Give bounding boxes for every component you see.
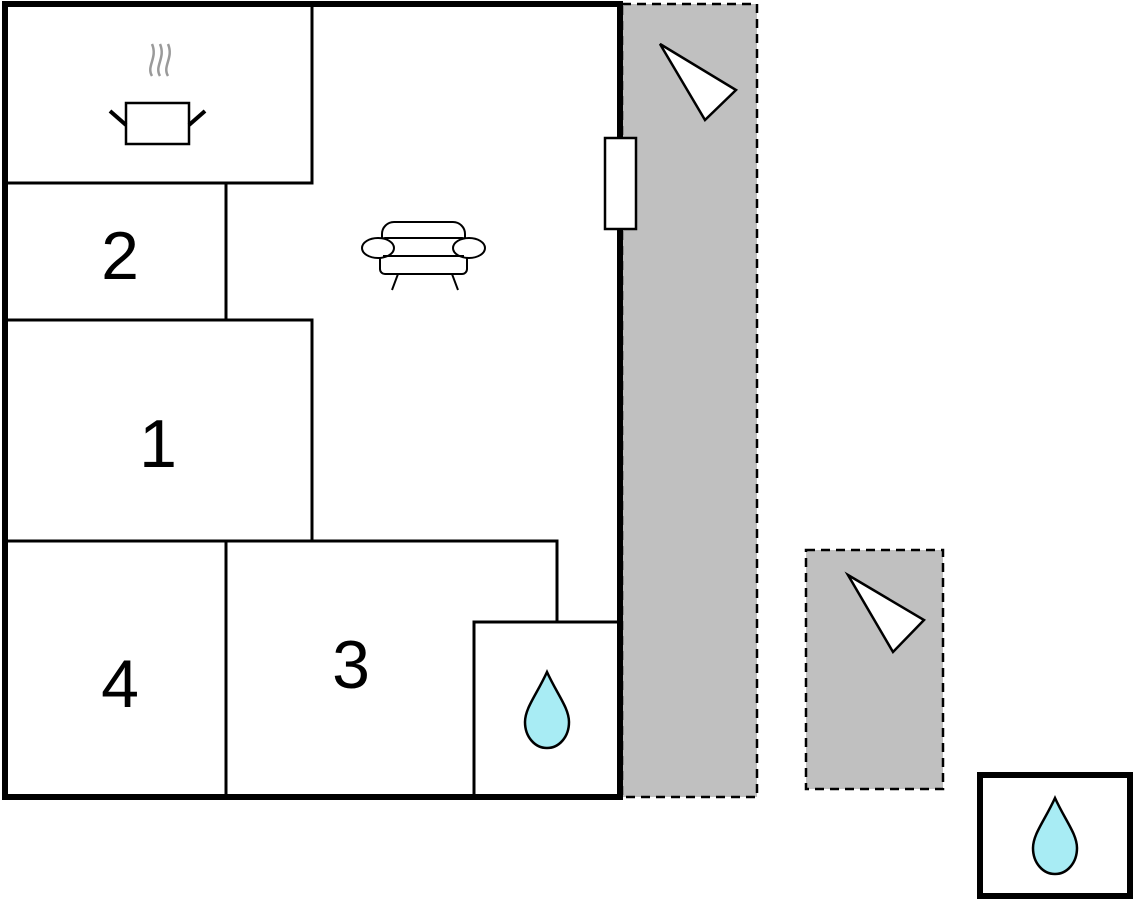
window-icon	[603, 136, 638, 231]
terrace-main	[620, 2, 759, 799]
sun-wedge-icon	[658, 42, 739, 122]
room-number-4: 4	[101, 646, 139, 722]
interior-walls	[5, 4, 620, 797]
water-drop-icon	[1031, 794, 1079, 876]
sofa-icon	[361, 221, 486, 291]
water-drop-icon	[523, 668, 571, 750]
room-number-1: 1	[139, 406, 177, 482]
terrace-small	[804, 548, 945, 791]
sun-wedge-icon	[844, 571, 927, 655]
cooking-pot-icon	[108, 43, 207, 146]
room-number-3: 3	[332, 627, 370, 703]
room-number-2: 2	[101, 218, 139, 294]
